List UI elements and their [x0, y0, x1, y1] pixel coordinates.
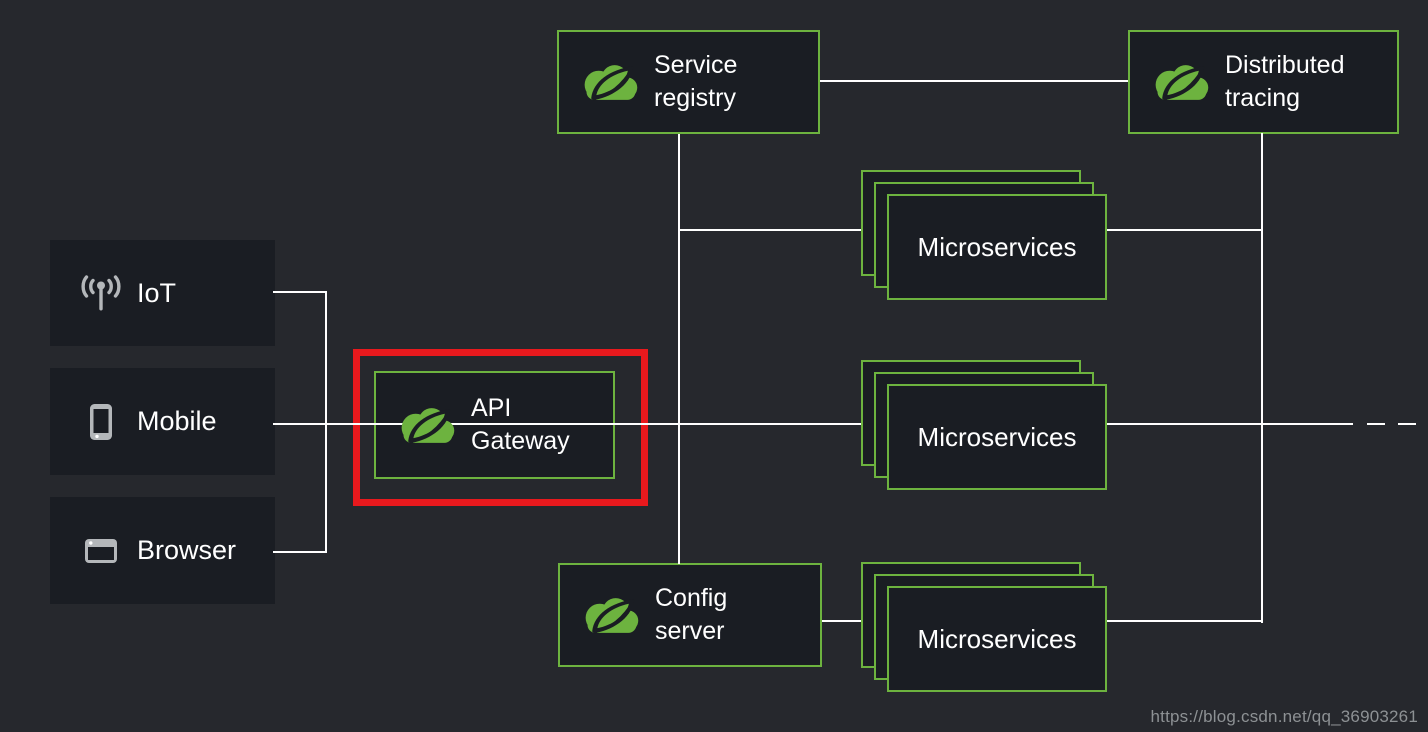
- spring-cloud-icon: [579, 58, 641, 106]
- connector-microservices-1-right: [1107, 229, 1263, 231]
- microservices-stack-1: Microservices: [861, 170, 1107, 300]
- iot-signal-icon: [78, 274, 124, 312]
- stack-front-layer: Microservices: [887, 384, 1107, 490]
- connector-tracing-vertical: [1261, 133, 1263, 623]
- stack-front-layer: Microservices: [887, 194, 1107, 300]
- api-gateway-node: API Gateway: [374, 371, 615, 479]
- spring-cloud-icon: [580, 591, 642, 639]
- connector-dash-2: [1398, 423, 1416, 425]
- api-gateway-highlight: [353, 349, 648, 506]
- connector-client-bus-vertical: [325, 291, 327, 553]
- connector-microservices-2-right: [1107, 423, 1353, 425]
- connector-to-microservices-1-left: [679, 229, 861, 231]
- connector-browser-bus: [273, 551, 327, 553]
- connector-clients-gateway-microservices-2: [273, 423, 861, 425]
- client-label-browser: Browser: [137, 535, 237, 565]
- client-label-iot: IoT: [137, 277, 177, 308]
- client-node-iot: IoT: [50, 240, 275, 346]
- stack-front-layer: Microservices: [887, 586, 1107, 692]
- client-node-browser: Browser: [50, 497, 275, 604]
- mobile-phone-icon: [78, 403, 124, 441]
- connector-config-microservices-3: [822, 620, 861, 622]
- watermark-url: https://blog.csdn.net/qq_36903261: [1150, 707, 1418, 726]
- api-gateway-label: API Gateway: [471, 394, 570, 455]
- service-registry-node: Service registry: [557, 30, 820, 134]
- service-registry-label: Service registry: [654, 51, 738, 112]
- spring-cloud-icon: [1150, 58, 1212, 106]
- config-server-label: Config server: [655, 584, 728, 645]
- distributed-tracing-label: Distributed tracing: [1225, 51, 1345, 112]
- spring-cloud-icon: [396, 401, 458, 449]
- microservices-label: Microservices: [917, 231, 1077, 262]
- microservices-label: Microservices: [917, 623, 1077, 654]
- client-node-mobile: Mobile: [50, 368, 275, 475]
- browser-window-icon: [78, 538, 124, 564]
- connector-microservices-3-right: [1107, 620, 1263, 622]
- config-server-node: Config server: [558, 563, 822, 667]
- microservices-label: Microservices: [917, 421, 1077, 452]
- microservices-stack-3: Microservices: [861, 562, 1107, 692]
- client-label-mobile: Mobile: [137, 406, 217, 436]
- connector-registry-config-vertical: [678, 134, 680, 564]
- connector-dash-1: [1367, 423, 1385, 425]
- connector-iot-bus: [273, 291, 327, 293]
- connector-registry-tracing: [820, 80, 1128, 82]
- distributed-tracing-node: Distributed tracing: [1128, 30, 1399, 134]
- microservices-stack-2: Microservices: [861, 360, 1107, 490]
